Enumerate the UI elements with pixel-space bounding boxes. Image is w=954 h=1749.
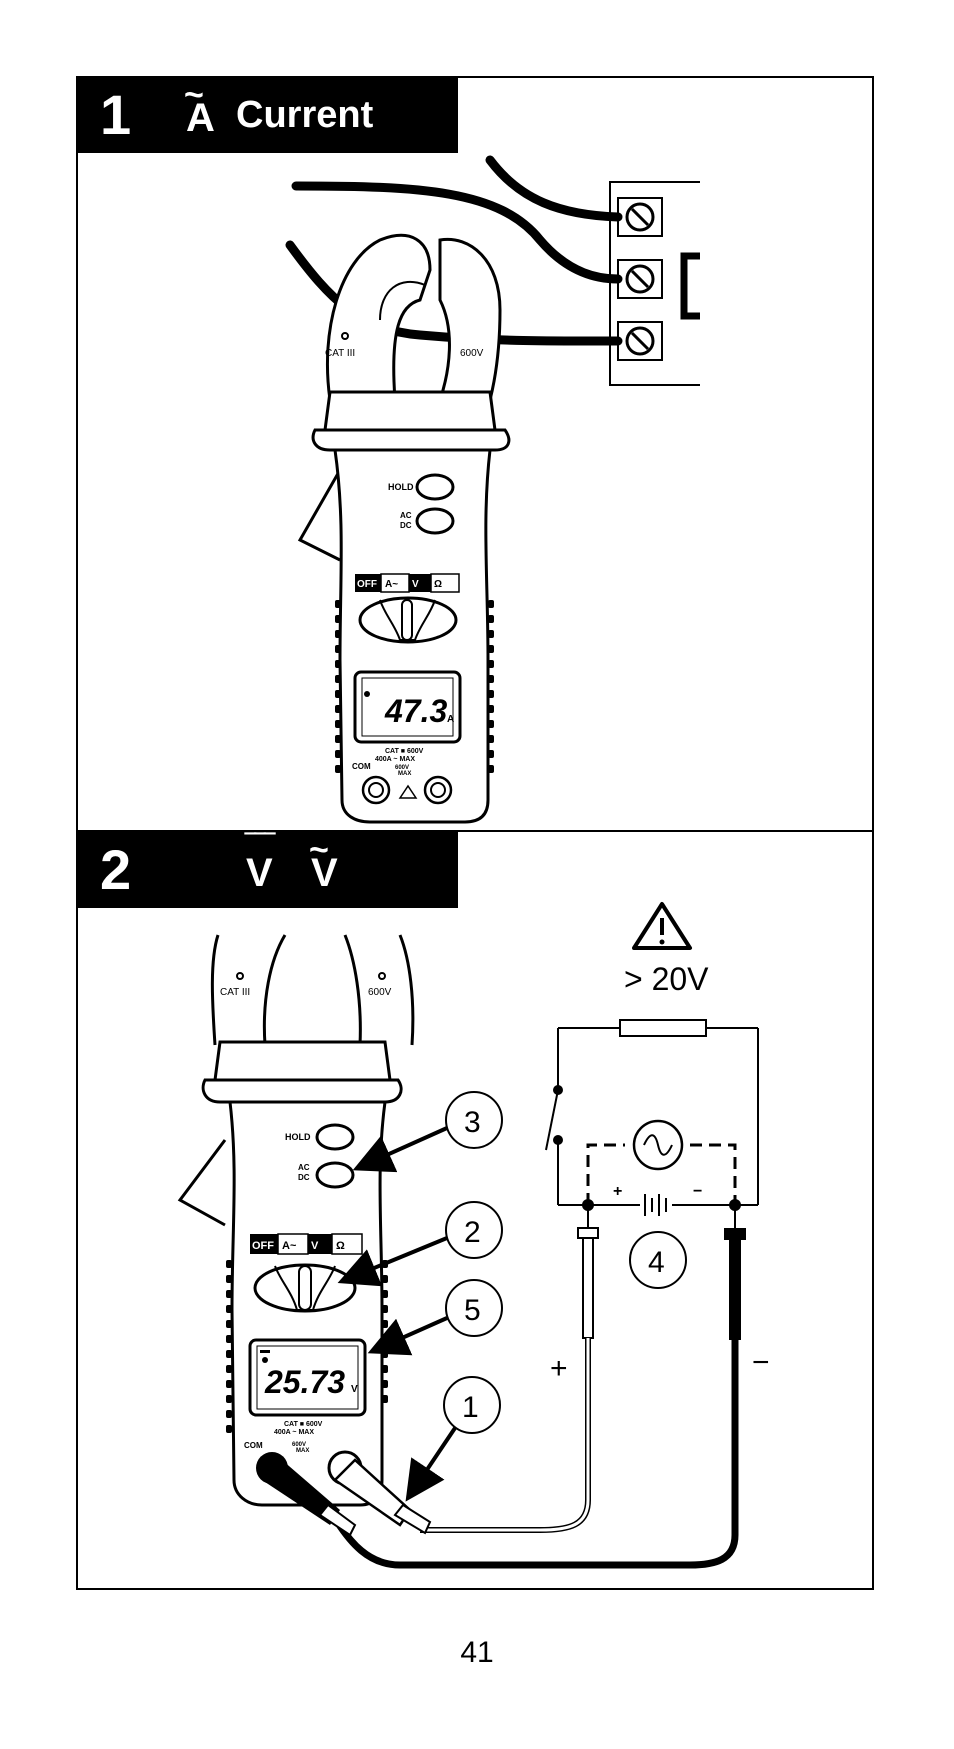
voltage-label-2: 600V	[368, 987, 392, 998]
selector-off-2: OFF	[252, 1240, 274, 1252]
selector-off-1: OFF	[357, 579, 377, 590]
probe-negative	[326, 1205, 746, 1569]
selector-ohm-1: Ω	[434, 579, 442, 590]
warning-text: > 20V	[624, 961, 709, 997]
callouts: 3 2 5 1 4	[337, 1091, 687, 1502]
rating-2a: CAT ■ 600V	[284, 1421, 323, 1428]
ac-tilde-icon-2: ~	[309, 831, 329, 869]
callout-1: 1	[462, 1391, 479, 1424]
hold-button-2[interactable]	[315, 1123, 355, 1151]
com-label-1: COM	[352, 762, 371, 771]
battery-plus: +	[613, 1183, 622, 1200]
minus-sign: −	[752, 1346, 770, 1379]
display-value-1: 47.3	[384, 693, 447, 729]
switch-pivot	[553, 1085, 563, 1095]
panel-2-header: 2 V ‾‾‾ V ~	[76, 829, 458, 908]
callout-3: 3	[464, 1106, 481, 1139]
selector-v-2: V	[311, 1240, 319, 1252]
wires	[285, 155, 623, 346]
panel-2-number: 2	[100, 838, 132, 901]
panel-1-title: Current	[236, 94, 374, 136]
positive-plug	[327, 1450, 432, 1535]
clamp-meter-2: CAT III 600V HOLD AC DC OFF A~ V Ω 25.73…	[177, 934, 432, 1537]
selector-ohm-2: Ω	[336, 1240, 345, 1252]
jack-max-1: MAX	[398, 771, 411, 777]
panel-1-number: 1	[100, 83, 132, 146]
selector-v-1: V	[412, 579, 419, 590]
acdc-button-1[interactable]	[415, 507, 455, 535]
terminal-block	[609, 181, 700, 386]
hold-button-1[interactable]	[415, 473, 455, 501]
cat-label-2: CAT III	[220, 987, 250, 998]
hold-label-1: HOLD	[388, 482, 414, 492]
jack-rating-2: 600V	[292, 1442, 306, 1448]
ac-voltage-symbol: V	[311, 851, 338, 895]
warning-icon	[632, 902, 692, 950]
rating-2b: 400A ~ MAX	[274, 1429, 314, 1436]
callout-5: 5	[464, 1294, 481, 1327]
dc-label-2: DC	[298, 1173, 310, 1182]
battery-minus: −	[693, 1183, 702, 1200]
display-value-2: 25.73	[264, 1364, 345, 1400]
dc-label-1: DC	[400, 521, 412, 530]
callout-4: 4	[648, 1246, 665, 1279]
panel-1-header: 1 A ~ Current	[76, 76, 458, 153]
ac-tilde-icon: ~	[184, 76, 204, 114]
display-unit-1: A	[447, 714, 454, 725]
panel-divider	[76, 830, 874, 832]
acdc-button-2[interactable]	[315, 1161, 355, 1189]
voltage-label-1: 600V	[460, 348, 484, 359]
selector-a-2: A~	[282, 1240, 297, 1252]
clamp-meter-1: CAT III 600V HOLD AC DC OFF A~ V Ω	[297, 234, 511, 824]
dc-voltage-symbol: V	[246, 851, 273, 895]
jack-max-2: MAX	[296, 1448, 309, 1454]
rating-1a: CAT ■ 600V	[385, 748, 424, 755]
plus-sign: +	[550, 1352, 568, 1385]
ac-label-1: AC	[400, 511, 412, 520]
cat-label-1: CAT III	[325, 348, 355, 359]
selector-a-1: A~	[385, 579, 398, 590]
page-number: 41	[460, 1636, 494, 1669]
rating-1b: 400A ~ MAX	[375, 756, 415, 763]
com-label-2: COM	[244, 1441, 263, 1450]
jack-rating-1: 600V	[395, 765, 409, 771]
switch-contact	[553, 1135, 563, 1145]
ac-label-2: AC	[298, 1163, 310, 1172]
hold-label-2: HOLD	[285, 1132, 311, 1142]
circuit	[545, 1019, 759, 1216]
ac-current-symbol: A	[186, 96, 215, 140]
com-plug	[256, 1452, 357, 1537]
dc-bar-icon: ‾‾‾	[246, 829, 275, 859]
callout-2: 2	[464, 1216, 481, 1249]
probe-positive	[420, 1205, 599, 1533]
display-unit-2: V	[351, 1384, 358, 1395]
